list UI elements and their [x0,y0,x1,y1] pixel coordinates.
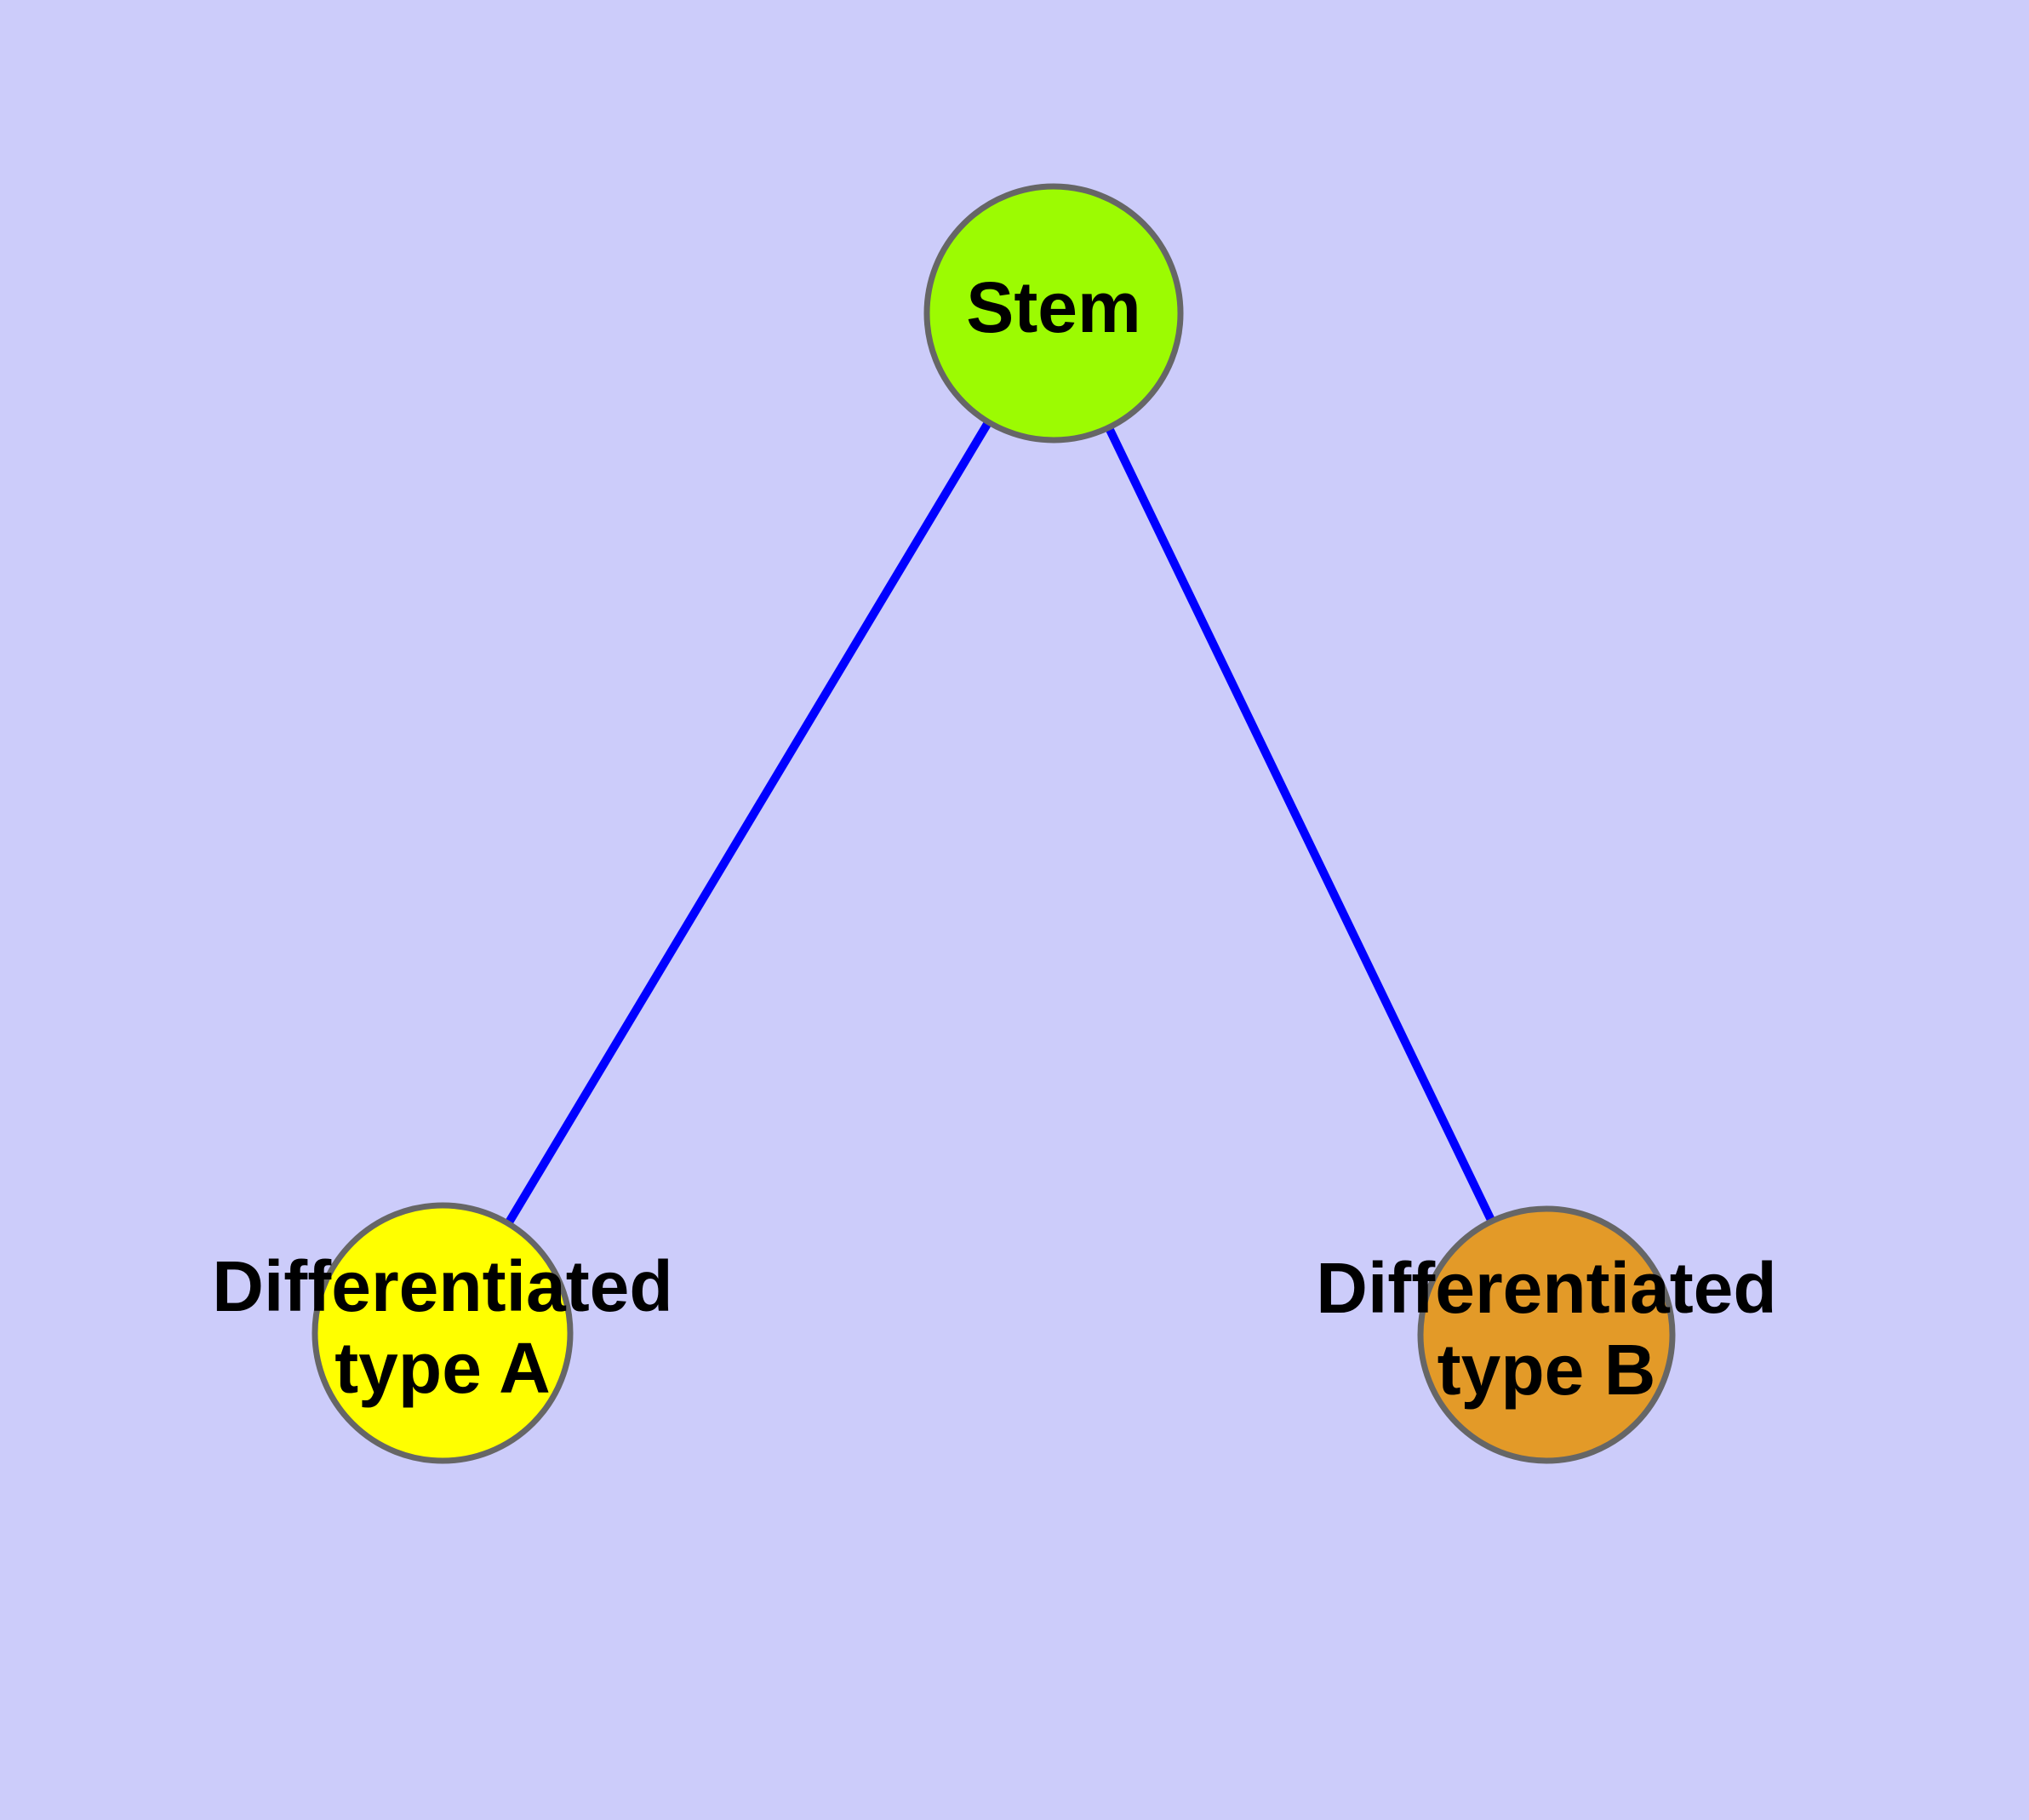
graph-edge-stem-to-b[interactable] [1049,311,1551,1337]
node-circle-diff_b[interactable] [1417,1205,1676,1464]
graph-edge-stem-to-a[interactable] [438,311,1058,1336]
edges-layer [438,311,1551,1337]
node-circle-diff_a[interactable] [311,1202,574,1464]
graph-node-stem[interactable]: Stem [923,183,1184,444]
node-circle-stem[interactable] [923,183,1184,444]
